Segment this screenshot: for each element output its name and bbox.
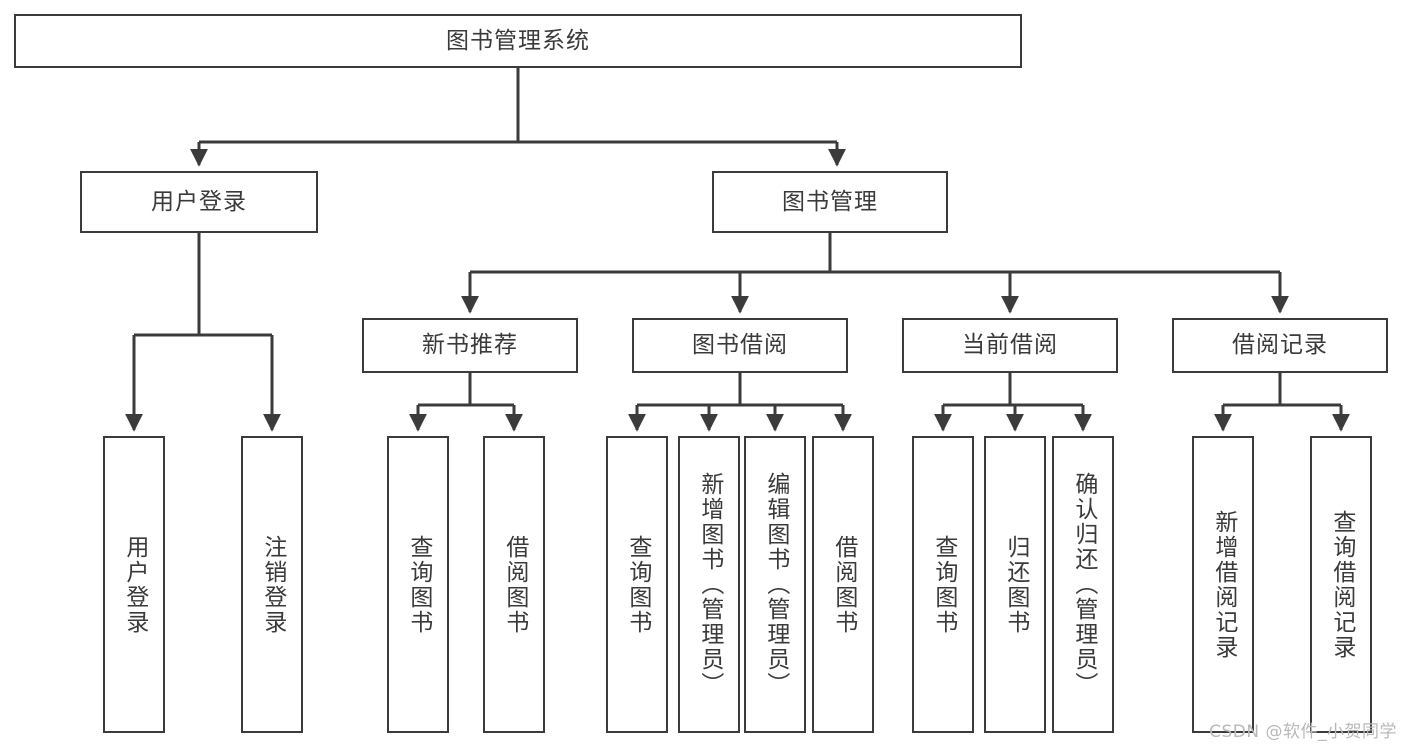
node-leaf-query-borrow-record-label: 查询借阅记录 <box>1328 509 1355 660</box>
node-leaf-query-book-borrow[interactable]: 查询图书 <box>606 436 668 733</box>
node-leaf-query-borrow-record[interactable]: 查询借阅记录 <box>1310 436 1372 733</box>
node-root[interactable]: 图书管理系统 <box>14 14 1022 68</box>
node-book-borrow[interactable]: 图书借阅 <box>632 318 848 373</box>
node-leaf-confirm-return-admin[interactable]: 确认归还（管理员） <box>1052 436 1114 733</box>
node-new-book-recommend[interactable]: 新书推荐 <box>362 318 578 373</box>
node-leaf-user-login-label: 用户登录 <box>121 534 148 635</box>
node-leaf-logout-login[interactable]: 注销登录 <box>241 436 303 733</box>
node-user-login-label: 用户登录 <box>151 188 247 215</box>
node-leaf-user-login[interactable]: 用户登录 <box>103 436 165 733</box>
node-root-label: 图书管理系统 <box>446 27 590 54</box>
node-leaf-query-book-rec[interactable]: 查询图书 <box>387 436 449 733</box>
node-leaf-edit-book-admin[interactable]: 编辑图书（管理员） <box>744 436 806 733</box>
node-leaf-query-book-current-label: 查询图书 <box>930 534 957 635</box>
node-book-borrow-label: 图书借阅 <box>692 332 788 358</box>
node-leaf-query-book-rec-label: 查询图书 <box>405 534 432 635</box>
csdn-watermark: CSDN @软件_小贺同学 <box>1209 722 1397 742</box>
node-borrow-record[interactable]: 借阅记录 <box>1172 318 1388 373</box>
node-leaf-query-book-current[interactable]: 查询图书 <box>912 436 974 733</box>
node-leaf-edit-book-admin-label: 编辑图书（管理员） <box>762 472 789 697</box>
node-leaf-add-borrow-record[interactable]: 新增借阅记录 <box>1192 436 1254 733</box>
node-leaf-borrow-book[interactable]: 借阅图书 <box>812 436 874 733</box>
node-leaf-return-book-label: 归还图书 <box>1002 534 1029 635</box>
node-leaf-return-book[interactable]: 归还图书 <box>984 436 1046 733</box>
node-leaf-add-book-admin[interactable]: 新增图书（管理员） <box>678 436 740 733</box>
node-book-management-label: 图书管理 <box>782 188 878 215</box>
node-current-borrow[interactable]: 当前借阅 <box>902 318 1118 373</box>
node-leaf-logout-login-label: 注销登录 <box>259 534 286 635</box>
node-leaf-borrow-book-label: 借阅图书 <box>830 534 857 635</box>
node-borrow-record-label: 借阅记录 <box>1232 332 1328 358</box>
node-book-management[interactable]: 图书管理 <box>712 171 948 233</box>
node-user-login[interactable]: 用户登录 <box>80 171 318 233</box>
node-leaf-borrow-book-rec-label: 借阅图书 <box>501 534 528 635</box>
node-leaf-borrow-book-rec[interactable]: 借阅图书 <box>483 436 545 733</box>
node-leaf-confirm-return-admin-label: 确认归还（管理员） <box>1070 472 1097 697</box>
node-leaf-query-book-borrow-label: 查询图书 <box>624 534 651 635</box>
node-leaf-add-book-admin-label: 新增图书（管理员） <box>696 472 723 697</box>
node-leaf-add-borrow-record-label: 新增借阅记录 <box>1210 509 1237 660</box>
node-new-book-recommend-label: 新书推荐 <box>422 332 518 358</box>
node-current-borrow-label: 当前借阅 <box>962 332 1058 358</box>
